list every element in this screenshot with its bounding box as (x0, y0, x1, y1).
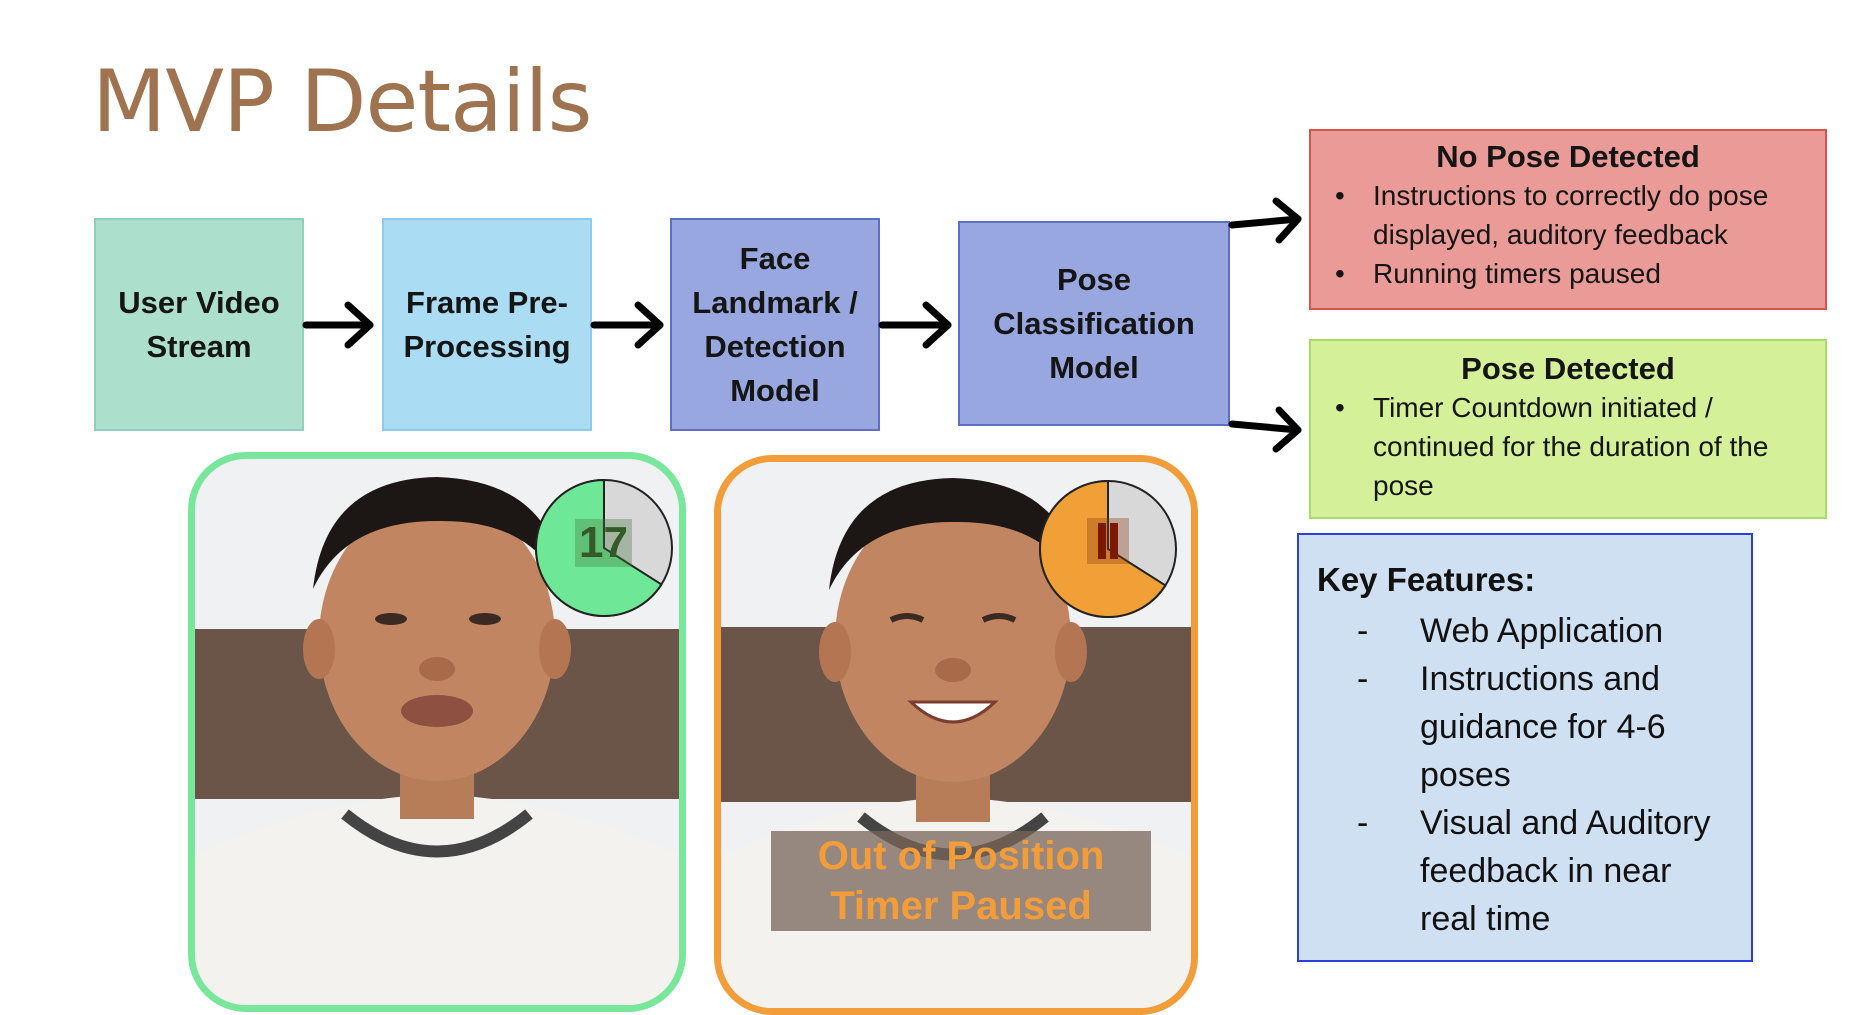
overlay-line: Out of Position (817, 834, 1105, 878)
arrow-right-icon (302, 301, 374, 349)
step-frame-preprocessing: Frame Pre- Processing (382, 218, 592, 431)
out-of-position-overlay: Out of Position Timer Paused (771, 831, 1151, 931)
flow-arrows (302, 197, 1302, 453)
arrow-right-icon (878, 301, 952, 349)
bullet-item: Timer Countdown initiated / continued fo… (1335, 388, 1815, 505)
step-user-video-stream: User Video Stream (94, 218, 304, 431)
step-label-line: Processing (403, 328, 571, 364)
feature-item: Visual and Auditory feedback in near rea… (1357, 799, 1733, 943)
no-pose-bullets: Instructions to correctly do pose displa… (1321, 176, 1815, 293)
pose-detected-bullets: Timer Countdown initiated / continued fo… (1321, 388, 1815, 505)
key-features-heading: Key Features: (1317, 561, 1536, 598)
timer-countdown-value: 17 (575, 519, 632, 567)
step-face-landmark-model: Face Landmark / Detection Model (670, 218, 880, 431)
timer-pie-active (535, 478, 673, 617)
overlay-line: Timer Paused (830, 884, 1092, 928)
pose-detected-heading: Pose Detected (1461, 351, 1675, 386)
feature-item: Instructions and guidance for 4-6 poses (1357, 655, 1733, 799)
arrow-right-icon (590, 301, 664, 349)
bullet-item: Instructions to correctly do pose displa… (1335, 176, 1815, 254)
step-label-line: Classification (993, 305, 1195, 341)
arrow-down-right-icon (1228, 406, 1302, 453)
key-features-box: Key Features: Web Application Instructio… (1297, 533, 1753, 962)
step-pose-classification-model: Pose Classification Model (958, 221, 1230, 426)
bullet-item: Running timers paused (1335, 254, 1815, 293)
step-label-line: Model (1049, 349, 1139, 385)
step-label-line: Landmark / (692, 284, 858, 320)
step-label-line: Model (730, 372, 820, 408)
no-pose-detected-box: No Pose Detected Instructions to correct… (1309, 129, 1827, 310)
step-label-line: User Video (118, 284, 280, 320)
video-frame-paused: Out of Position Timer Paused (714, 455, 1198, 1015)
key-features-list: Web Application Instructions and guidanc… (1317, 607, 1733, 943)
step-label-line: Pose (1056, 261, 1132, 297)
arrow-up-right-icon (1228, 197, 1302, 244)
step-label-line: Face (739, 240, 811, 276)
pause-icon (1087, 518, 1129, 564)
step-label-line: Frame Pre- (406, 284, 568, 320)
video-frame-active: 17 (188, 452, 686, 1012)
feature-item: Web Application (1357, 607, 1733, 655)
step-label-line: Stream (146, 328, 252, 364)
slide-title: MVP Details (92, 52, 592, 152)
step-label-line: Detection (704, 328, 846, 364)
pose-detected-box: Pose Detected Timer Countdown initiated … (1309, 339, 1827, 519)
no-pose-heading: No Pose Detected (1436, 139, 1700, 174)
